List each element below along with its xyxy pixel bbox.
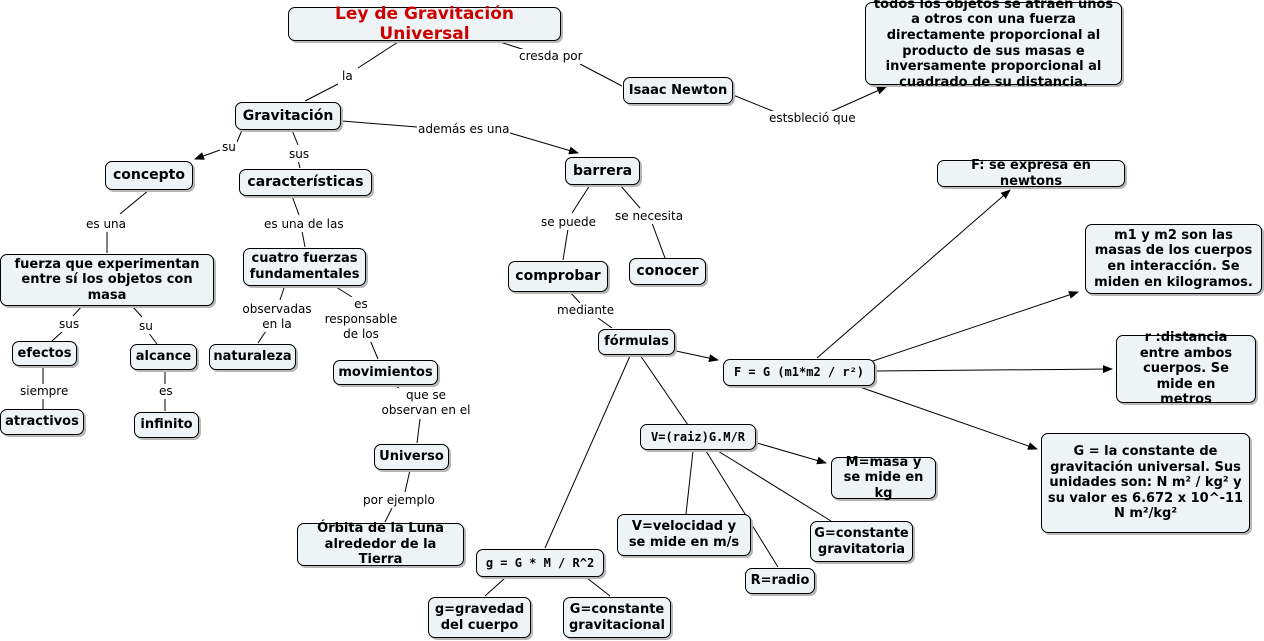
node-f-newtons[interactable]: F: se expresa en newtons bbox=[937, 158, 1125, 189]
node-g-const-grav[interactable]: G=constante gravitatoria bbox=[810, 521, 913, 562]
line bbox=[384, 507, 393, 523]
line bbox=[194, 149, 221, 160]
node-conocer[interactable]: conocer bbox=[629, 258, 706, 285]
node-universo[interactable]: Universo bbox=[374, 444, 449, 470]
line bbox=[131, 305, 143, 318]
link-label-cresda-por: cresda por bbox=[518, 49, 584, 64]
line bbox=[357, 41, 399, 69]
line bbox=[619, 184, 641, 209]
line bbox=[544, 355, 631, 549]
line bbox=[717, 450, 832, 522]
line bbox=[147, 331, 158, 345]
line bbox=[639, 354, 689, 426]
line bbox=[569, 291, 581, 304]
line bbox=[119, 189, 150, 215]
line bbox=[369, 339, 379, 360]
line bbox=[279, 284, 286, 301]
link-label-sus-efectos: sus bbox=[58, 317, 81, 332]
link-label-es-una: es una bbox=[85, 217, 128, 232]
node-formulas[interactable]: fórmulas bbox=[598, 329, 675, 355]
line bbox=[651, 222, 666, 259]
line bbox=[509, 132, 579, 155]
line bbox=[869, 291, 1079, 363]
line bbox=[816, 189, 1011, 359]
node-comprobar[interactable]: comprobar bbox=[508, 261, 608, 292]
line bbox=[301, 230, 306, 248]
line bbox=[875, 365, 1113, 374]
link-label-mediante: mediante bbox=[556, 303, 616, 318]
line bbox=[579, 63, 623, 87]
line bbox=[72, 305, 83, 317]
link-label-siempre: siempre bbox=[19, 384, 70, 399]
node-g-const-gravitacional[interactable]: G=constante gravitacional bbox=[563, 597, 671, 638]
node-v-formula[interactable]: V=(raiz)G.M/R bbox=[640, 424, 756, 450]
node-concepto[interactable]: concepto bbox=[105, 161, 193, 190]
line bbox=[499, 41, 526, 51]
line bbox=[341, 120, 418, 128]
line bbox=[586, 577, 611, 597]
line bbox=[856, 385, 1038, 450]
node-r-radio[interactable]: R=radio bbox=[745, 568, 815, 594]
link-label-la: la bbox=[341, 69, 354, 84]
line bbox=[562, 228, 569, 261]
line bbox=[404, 469, 411, 493]
line bbox=[705, 450, 779, 568]
line bbox=[416, 418, 421, 444]
node-g-gravedad[interactable]: g=gravedad del cuerpo bbox=[428, 597, 531, 638]
link-label-sus: sus bbox=[288, 147, 311, 162]
link-label-observadas-en-la: observadas en la bbox=[240, 302, 314, 332]
link-label-su: su bbox=[221, 140, 237, 155]
line bbox=[257, 330, 267, 344]
line bbox=[291, 195, 300, 216]
link-label-es-responsable-de-los: es responsable de los bbox=[323, 297, 399, 342]
link-label-se-puede: se puede bbox=[540, 215, 598, 230]
node-f-formula[interactable]: F = G (m1*m2 / r²) bbox=[723, 359, 875, 386]
node-m-masa[interactable]: M=masa y se mide en kg bbox=[831, 455, 936, 501]
line bbox=[597, 317, 613, 329]
line bbox=[304, 83, 339, 102]
line bbox=[332, 284, 353, 298]
link-label-ademas-es-una: además es una bbox=[417, 122, 511, 137]
node-atractivos[interactable]: atractivos bbox=[0, 409, 84, 435]
link-label-que-se-observan-en-el: que se observan en el bbox=[378, 388, 474, 418]
node-alcance[interactable]: alcance bbox=[130, 344, 197, 370]
node-cuatro-fuerzas[interactable]: cuatro fuerzas fundamentales bbox=[243, 248, 366, 286]
node-isaac-newton[interactable]: Isaac Newton bbox=[623, 77, 733, 104]
link-label-por-ejemplo: por ejemplo bbox=[362, 493, 436, 508]
line bbox=[675, 350, 719, 363]
line bbox=[291, 129, 299, 146]
node-barrera[interactable]: barrera bbox=[565, 157, 640, 185]
line bbox=[756, 442, 827, 465]
node-r-distancia[interactable]: r :distancia entre ambos cuerpos. Se mid… bbox=[1116, 330, 1256, 407]
node-m-masas[interactable]: m1 y m2 son las masas de los cuerpos en … bbox=[1085, 224, 1262, 294]
node-caracteristicas[interactable]: características bbox=[239, 169, 372, 196]
line bbox=[236, 129, 243, 143]
link-label-es: es bbox=[158, 384, 174, 399]
node-g-formula[interactable]: g = G * M / R^2 bbox=[476, 549, 604, 577]
node-gravitacion[interactable]: Gravitación bbox=[235, 102, 341, 130]
line bbox=[51, 330, 64, 342]
node-efectos[interactable]: efectos bbox=[12, 341, 77, 366]
node-fuerza[interactable]: fuerza que experimentan entre sí los obj… bbox=[0, 254, 214, 306]
title-node[interactable]: Ley de Gravitación Universal bbox=[288, 4, 561, 44]
line bbox=[571, 184, 591, 214]
link-label-se-necesita: se necesita bbox=[614, 209, 685, 224]
line bbox=[484, 577, 506, 597]
node-naturaleza[interactable]: naturaleza bbox=[209, 344, 296, 370]
link-label-es-una-de-las: es una de las bbox=[263, 217, 345, 232]
line bbox=[732, 94, 776, 113]
node-g-constante[interactable]: G = la constante de gravitación universa… bbox=[1041, 433, 1250, 533]
node-orbita[interactable]: Órbita de la Luna alrededor de la Tierra bbox=[297, 521, 464, 567]
node-v-velocidad[interactable]: V=velocidad y se mide en m/s bbox=[617, 514, 751, 556]
line bbox=[829, 86, 887, 113]
node-movimientos[interactable]: movimientos bbox=[333, 360, 438, 385]
node-newton-law[interactable]: todos los objetos se atraen unos a otros… bbox=[865, 0, 1122, 90]
link-label-estblecio-que: estsbleció que bbox=[768, 111, 857, 126]
node-infinito[interactable]: infinito bbox=[134, 412, 199, 438]
line bbox=[685, 450, 694, 515]
link-label-su-alcance: su bbox=[138, 319, 154, 334]
